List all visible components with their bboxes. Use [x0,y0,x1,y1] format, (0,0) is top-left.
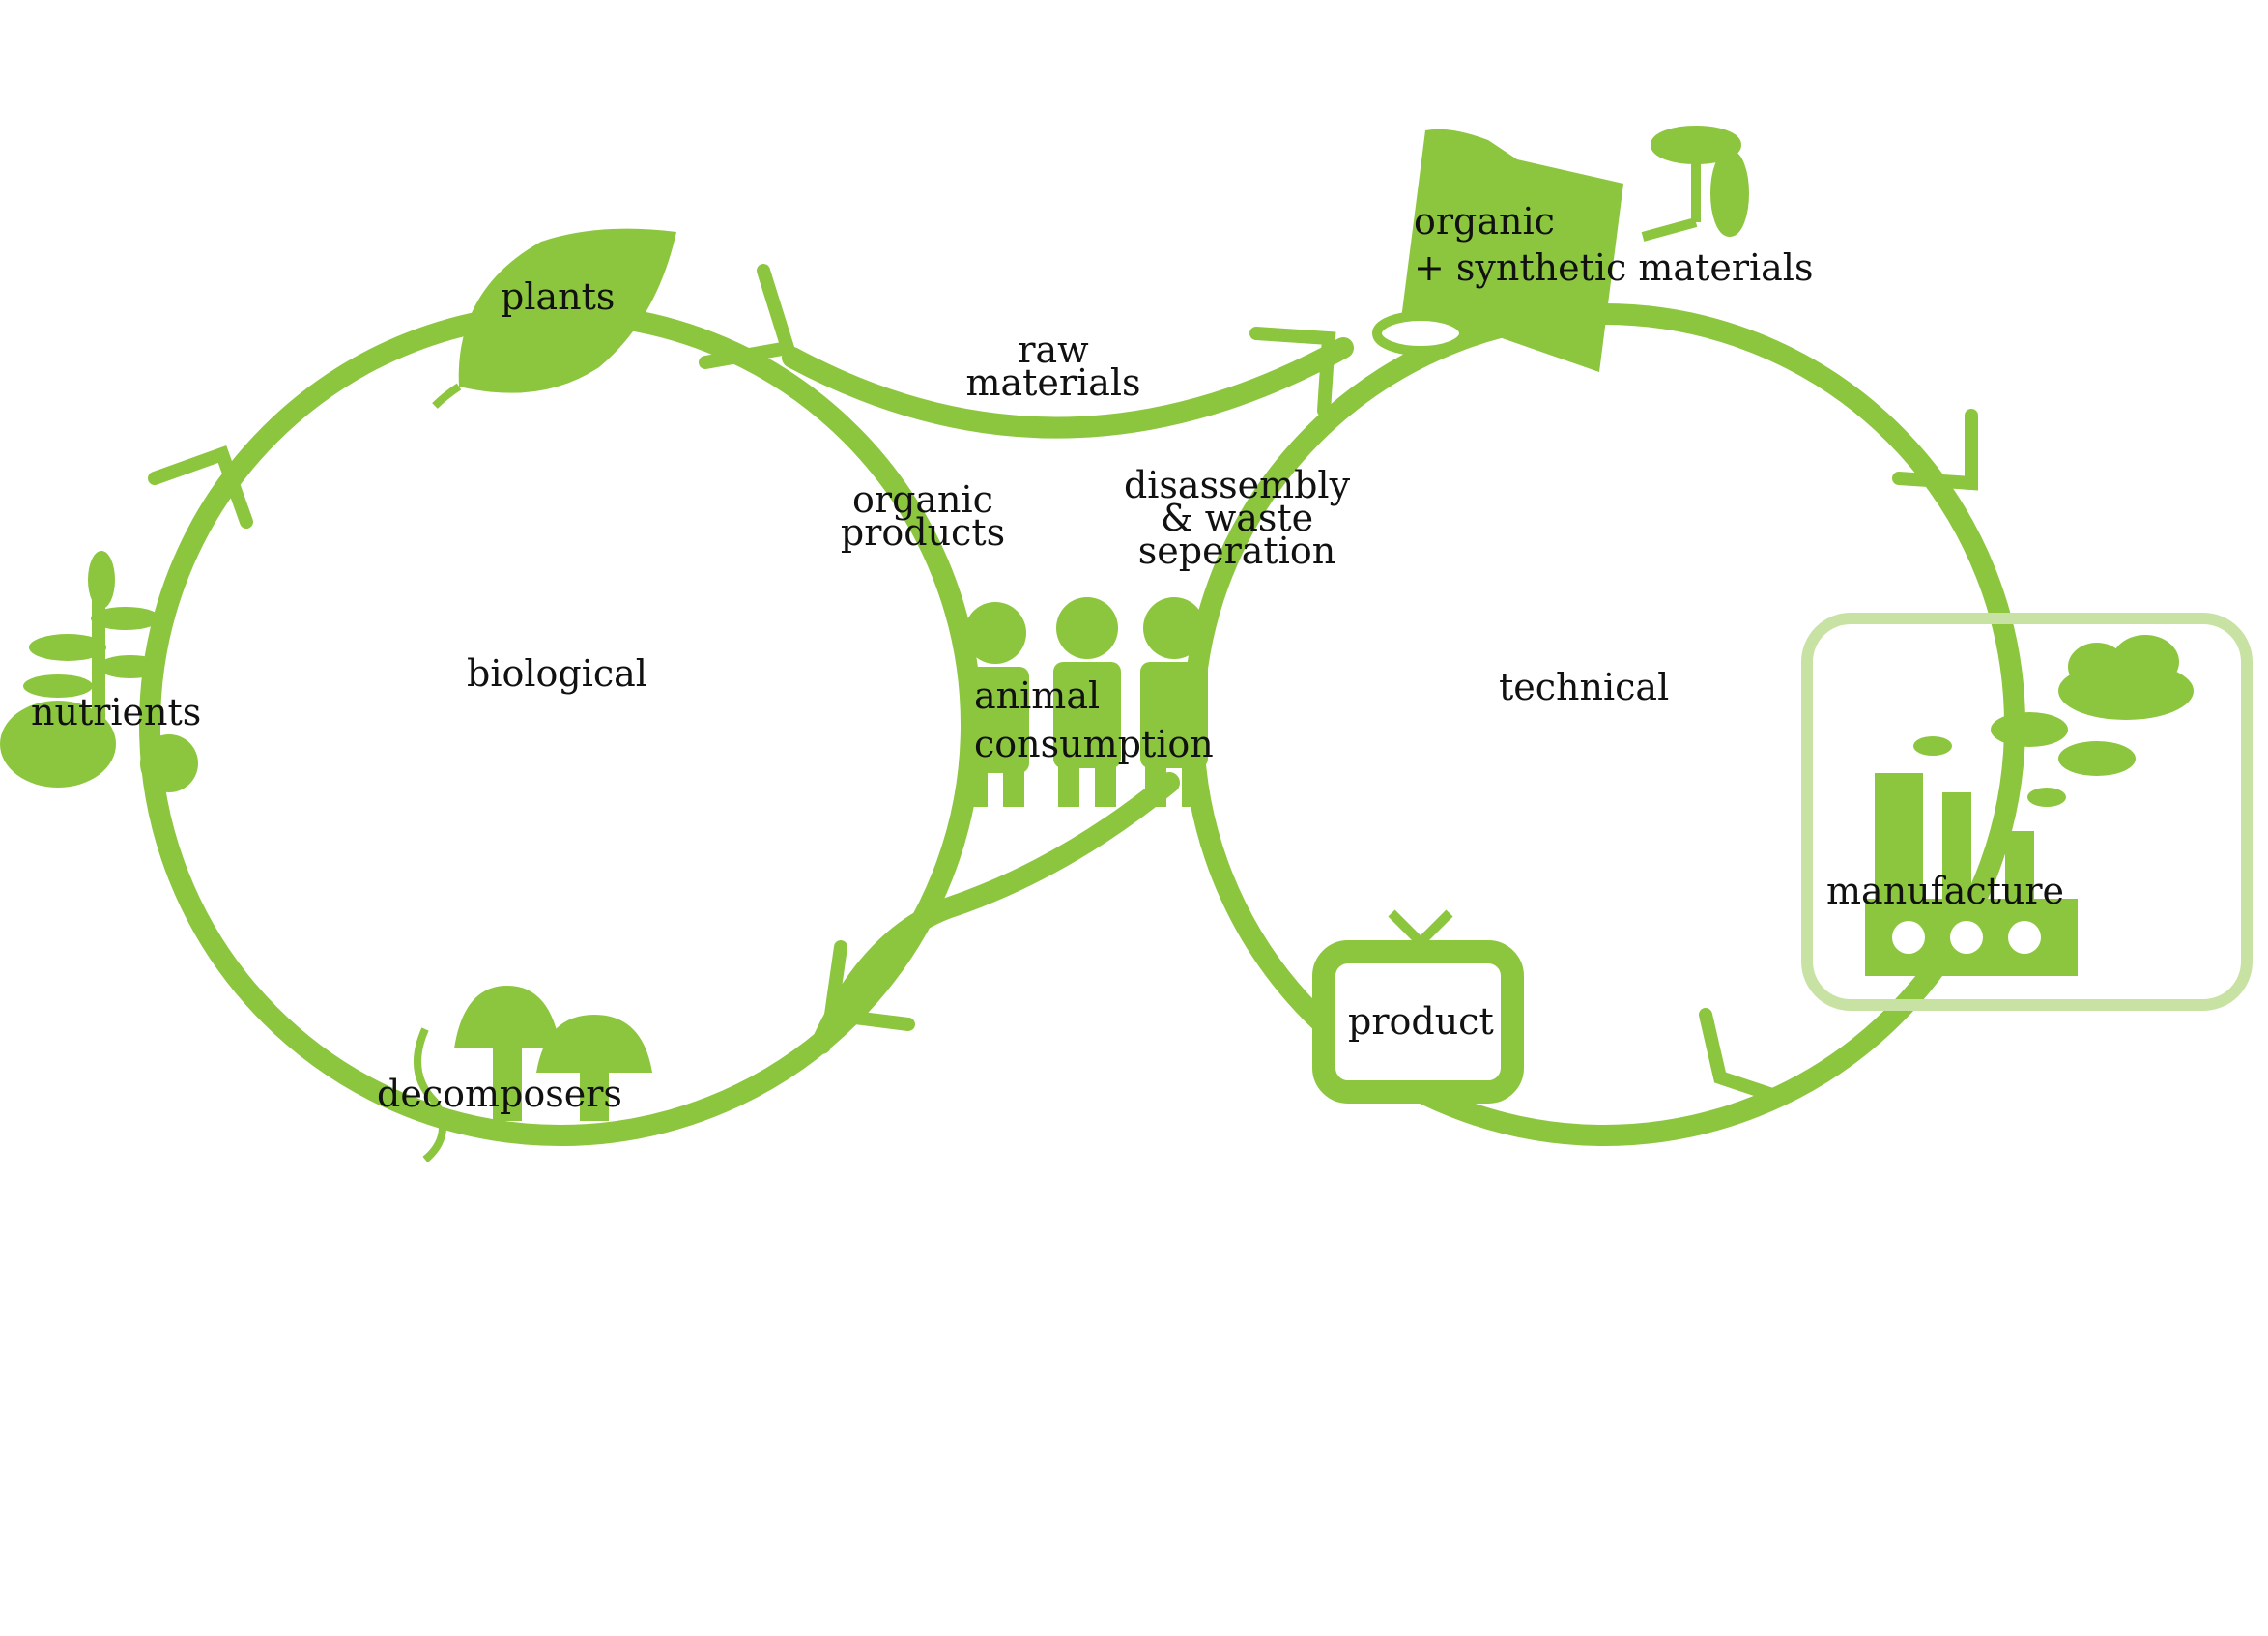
organic-synthetic-line-2: + synthetic materials [1414,246,1814,289]
factory-icon [1865,773,2078,976]
animal-consumption-line-2: consumption [974,723,1214,765]
animal-consumption-label: animal consumption [974,672,1214,768]
leaf-icon [432,228,676,409]
disassembly-line-3: seperation [1137,530,1336,572]
organic-products-line-2: products [840,511,1006,554]
sprout-icon [0,551,198,792]
organic-synthetic-label: organic + synthetic materials [1414,198,1813,291]
technical-label: technical [1499,666,1670,708]
fabric-roll-icon [1372,129,1623,372]
manufacture-frame [1801,613,2253,1011]
tv-icon [1312,909,1524,1104]
plants-label: plants [501,275,616,318]
screw-icon [1641,126,1749,242]
raw-materials-line-1: raw [1018,329,1089,371]
decomposers-label: decomposers [377,1073,622,1115]
arrow-chevron [699,264,797,369]
return-path [811,772,1180,1054]
organic-products-line-1: organic [852,478,993,521]
disassembly-label: disassembly & waste seperation [1116,464,1358,572]
disassembly-line-2: & waste [1160,497,1314,539]
nutrients-label: nutrients [31,691,202,733]
arrow-chevron [1699,1008,1785,1104]
arrow-chevron [1249,327,1336,417]
organic-products-label: organic products [826,478,1019,554]
mushroom-icon [414,986,652,1163]
people-icon [962,597,1208,807]
clouds-icon [1913,635,2194,807]
disassembly-line-1: disassembly [1123,464,1351,506]
arrow-chevron [1892,409,1978,491]
product-label: product [1348,1000,1494,1043]
animal-consumption-line-1: animal [974,674,1101,717]
raw-materials-label: raw materials [957,329,1150,404]
organic-synthetic-line-1: organic [1414,200,1555,243]
arrow-chevron [823,940,915,1031]
raw-materials-line-2: materials [965,361,1141,404]
raw-materials-path [782,337,1354,439]
arrow-chevron [148,445,253,529]
manufacture-label: manufacture [1826,870,2065,912]
biological-label: biological [467,652,647,695]
